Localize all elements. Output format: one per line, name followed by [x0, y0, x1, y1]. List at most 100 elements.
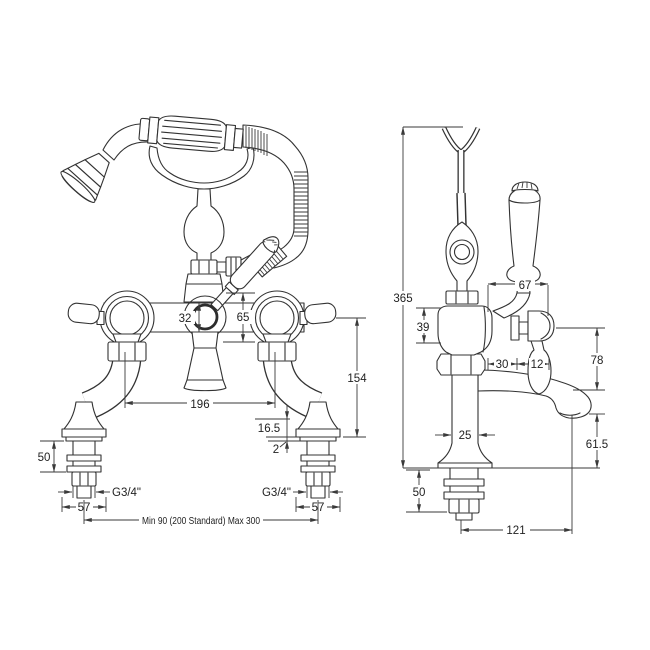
- shank-flange-2: [66, 465, 102, 473]
- label-bg: [494, 357, 511, 370]
- dim-label-67: 67: [519, 280, 532, 292]
- lever-arm-group: [304, 302, 337, 325]
- spout-collar: [191, 331, 219, 349]
- dim-ticks: [306, 486, 330, 498]
- dim-inlet-centres: 196: [124, 352, 276, 411]
- dim-centre-height: 65: [223, 292, 255, 343]
- label-bg: [583, 437, 612, 450]
- grip-rib-slots: [161, 119, 222, 149]
- side-view: 365 39 67 30: [389, 126, 612, 537]
- dim-label-30: 30: [496, 359, 509, 371]
- riser-hex-facets: [198, 260, 210, 274]
- shank-hex-facets: [458, 499, 470, 513]
- side-dimensions: 365 39 67 30: [389, 126, 612, 537]
- dim-overall-height: 365: [389, 126, 463, 469]
- front-view: 32 65 154 196: [36, 115, 371, 527]
- cradle-stem: [183, 188, 225, 261]
- base-plate: [61, 428, 107, 438]
- label-bg: [343, 371, 371, 384]
- dim-bar-height: 32: [175, 302, 207, 333]
- base-washer: [65, 436, 103, 442]
- label-bg: [310, 501, 327, 513]
- dim-label-25: 25: [459, 430, 472, 442]
- lever-arm: [304, 302, 337, 325]
- dim-thread-right: G3/4": [262, 486, 343, 499]
- right-leg: [262, 356, 341, 499]
- centre-ring-bold: [191, 303, 219, 331]
- shank-flange-1: [66, 454, 102, 462]
- dim-body-depth: 39: [413, 307, 441, 344]
- column-nut: [436, 353, 486, 376]
- shank-tail: [310, 485, 326, 499]
- dim-label-365: 365: [393, 293, 412, 305]
- shank-tail: [76, 485, 92, 499]
- dim-shank-length: 50: [36, 440, 66, 473]
- dim-ticks: [72, 486, 96, 498]
- base-washer: [299, 436, 337, 442]
- leg-tube-fill: [263, 356, 323, 419]
- nut-collar: [262, 333, 292, 343]
- column-nut-facets: [450, 354, 472, 375]
- riser-hex-collar: [190, 259, 218, 275]
- spout-lip-line: [559, 412, 581, 416]
- label-bg: [407, 485, 431, 498]
- handset: [60, 115, 244, 203]
- dim-label-65: 65: [237, 312, 250, 324]
- front-dimensions: 32 65 154 196: [36, 292, 371, 527]
- label-bg: [175, 311, 195, 324]
- cradle-bowl: [148, 145, 255, 190]
- dim-handle-height: 154: [336, 317, 371, 438]
- diverter-cap-hatch: [266, 239, 278, 246]
- shank-thread-2: [306, 460, 330, 467]
- dim-label-12: 12: [531, 359, 544, 371]
- label-bg: [36, 450, 51, 463]
- mixer-body: [67, 236, 337, 346]
- label-bg: [234, 310, 253, 324]
- dim-label-50: 50: [38, 452, 51, 464]
- nut-collar: [112, 333, 142, 343]
- centre-spout: [183, 331, 227, 392]
- dim-ticks: [295, 497, 341, 512]
- dim-ext: [255, 418, 300, 442]
- hub-face-arc: [540, 312, 551, 340]
- dim-label-g34-right: G3/4": [262, 487, 291, 499]
- dim-spread: Min 90 (200 Standard) Max 300: [83, 500, 319, 527]
- dim-column-width: 25: [435, 430, 495, 442]
- nut-hex: [107, 341, 147, 362]
- valve-body: [437, 305, 493, 356]
- label-bg: [139, 513, 263, 526]
- right-valve-lever: [299, 302, 337, 326]
- porcelain-lever: [492, 181, 541, 319]
- fork-boss-inner: [453, 243, 471, 261]
- left-inlet-nut: [107, 333, 147, 362]
- fork-boss-outer: [449, 239, 475, 265]
- shank-thread: [72, 440, 96, 456]
- label-leader: [279, 441, 287, 448]
- fork-collar-facets: [455, 291, 469, 304]
- base-plate: [295, 428, 341, 438]
- dim-base-width-left: 57: [61, 497, 107, 514]
- shank-hex-facets: [313, 472, 323, 486]
- stem-collar: [510, 315, 520, 341]
- dim-label-32: 32: [179, 313, 192, 325]
- dim-thread-left: G3/4": [58, 486, 141, 499]
- nut-facets: [118, 342, 136, 361]
- dim-label-g34-left: G3/4": [112, 487, 141, 499]
- handset-neck: [102, 123, 151, 161]
- fork-stem-lower-fill: [457, 192, 466, 227]
- shower-head: [60, 152, 110, 203]
- lever-arm-band: [492, 292, 531, 319]
- spout-skirt: [183, 379, 227, 392]
- dim-label-16-5: 16.5: [258, 423, 280, 435]
- nut-hex: [257, 341, 297, 362]
- dim-ext: [223, 292, 255, 343]
- shank-hex-nut: [71, 471, 97, 487]
- lever-rim-line: [508, 199, 541, 204]
- shank-flange-2: [300, 465, 336, 473]
- shank-flange-1: [443, 478, 485, 487]
- grip-nipple: [233, 127, 244, 149]
- cradle-bracket: [441, 126, 481, 305]
- dim-lever-to-spout: 78: [556, 327, 607, 391]
- shank-flange-1: [300, 454, 336, 462]
- nut-facets: [268, 342, 286, 361]
